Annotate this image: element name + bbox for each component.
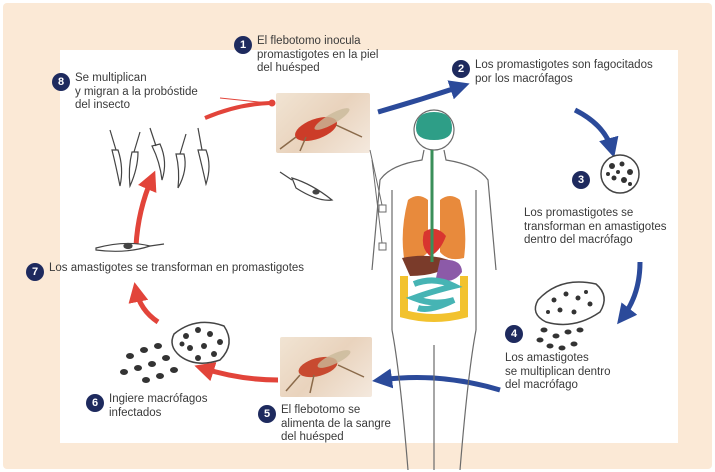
body-marker-lower bbox=[379, 243, 386, 250]
leader-8 bbox=[220, 98, 268, 103]
step-number-badge: 3 bbox=[572, 171, 590, 189]
step-4-text: Los amastigotes se multiplican dentro de… bbox=[505, 352, 610, 393]
step-3: 3 bbox=[572, 170, 590, 189]
small-intestine-organ bbox=[414, 280, 454, 309]
step-5: 5 El flebotomo se alimenta de la sangre … bbox=[258, 404, 391, 445]
macrophage-step-4 bbox=[535, 282, 604, 351]
step-number-badge: 6 bbox=[86, 394, 104, 412]
step-number-badge: 1 bbox=[234, 36, 252, 54]
step-7: 7 Los amastigotes se transforman en prom… bbox=[26, 262, 304, 281]
brain-organ bbox=[416, 112, 452, 140]
step-number-badge: 4 bbox=[505, 325, 523, 343]
infected-macrophages-step-6 bbox=[120, 322, 229, 383]
step-number-badge: 8 bbox=[52, 73, 70, 91]
step-2: 2 Los promastigotes son fagocitados por … bbox=[452, 59, 653, 86]
step-label: Los amastigotes se multiplican dentro de… bbox=[505, 352, 610, 393]
step-number-badge: 2 bbox=[452, 60, 470, 78]
promastigotes-multiplying bbox=[110, 128, 209, 188]
lung-left bbox=[403, 196, 428, 259]
step-label: Se multiplican y migran a la probóstide … bbox=[75, 72, 198, 113]
promastigote-transforming bbox=[96, 243, 164, 251]
arrow-6-to-7 bbox=[136, 290, 158, 322]
step-label: Los amastigotes se transforman en promas… bbox=[49, 262, 304, 276]
step-number-badge: 5 bbox=[258, 405, 276, 423]
arrow-2-to-3 bbox=[575, 110, 612, 150]
macrophage-step-3 bbox=[601, 155, 639, 193]
step-3-text: Los promastigotes se transforman en amas… bbox=[524, 207, 667, 248]
step-label: Los promastigotes se transforman en amas… bbox=[524, 207, 667, 248]
arrow-5-to-6 bbox=[202, 368, 278, 380]
step-label: Los promastigotes son fagocitados por lo… bbox=[475, 59, 653, 86]
step-number-badge: 7 bbox=[26, 263, 44, 281]
step-label: El flebotomo inocula promastigotes en la… bbox=[257, 35, 378, 76]
body-leader-lower bbox=[372, 160, 382, 243]
arrow-1-to-2 bbox=[378, 86, 462, 112]
body-marker-upper bbox=[379, 205, 386, 212]
step-label: El flebotomo se alimenta de la sangre de… bbox=[281, 404, 391, 445]
arrow-8-to-1 bbox=[205, 103, 270, 118]
lung-right bbox=[440, 196, 465, 259]
promastigote-inoculated bbox=[280, 172, 332, 200]
step-8: 8 Se multiplican y migran a la probóstid… bbox=[52, 72, 198, 113]
step-label: Ingiere macrófagos infectados bbox=[109, 393, 207, 420]
step-6: 6 Ingiere macrófagos infectados bbox=[86, 393, 207, 420]
arrow-8-to-1-end bbox=[269, 100, 276, 107]
arrow-7-to-8 bbox=[136, 178, 152, 246]
step-4: 4 bbox=[505, 324, 523, 343]
arrow-3-to-4 bbox=[622, 262, 640, 318]
arrow-4-to-5 bbox=[380, 378, 500, 390]
step-1: 1 El flebotomo inocula promastigotes en … bbox=[234, 35, 378, 76]
stomach-organ bbox=[436, 260, 462, 281]
